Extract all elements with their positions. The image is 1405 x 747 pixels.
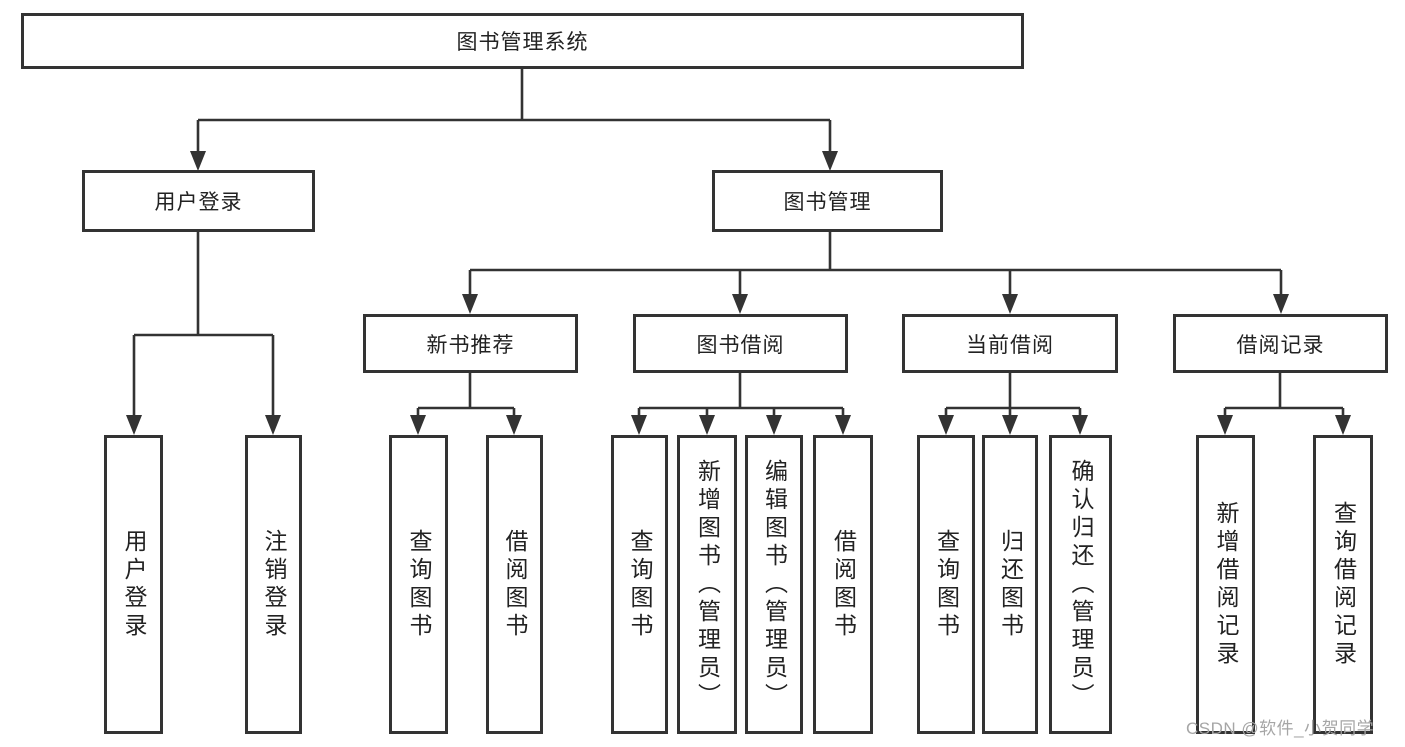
node-new-book-recommendation-label: 新书推荐: [426, 333, 515, 357]
leaf-borrow-books-1: 借阅图书: [486, 435, 543, 734]
node-root-label: 图书管理系统: [456, 31, 589, 54]
leaf-query-books-2: 查询图书: [611, 435, 668, 734]
node-user-login-module: 用户登录: [82, 170, 315, 232]
node-borrowing-records: 借阅记录: [1173, 314, 1388, 373]
leaf-borrow-books-1-label: 借阅图书: [502, 528, 528, 641]
csdn-watermark: CSDN @软件_小贺同学: [1186, 719, 1375, 738]
leaf-query-books-2-label: 查询图书: [627, 528, 653, 641]
leaf-user-login: 用户登录: [104, 435, 163, 734]
leaf-add-books-admin: 新增图书（管理员）: [677, 435, 737, 734]
node-borrowing-records-label: 借阅记录: [1236, 333, 1325, 357]
node-book-management-label: 图书管理: [783, 191, 872, 214]
leaf-borrow-books-2-label: 借阅图书: [830, 528, 857, 641]
leaf-edit-books-admin: 编辑图书（管理员）: [745, 435, 803, 734]
leaf-confirm-return-admin-label: 确认归还（管理员）: [1068, 458, 1094, 711]
leaf-query-borrow-record: 查询借阅记录: [1313, 435, 1373, 734]
leaf-confirm-return-admin: 确认归还（管理员）: [1049, 435, 1112, 734]
leaf-logout: 注销登录: [245, 435, 302, 734]
node-new-book-recommendation: 新书推荐: [363, 314, 578, 373]
leaf-query-books-3-label: 查询图书: [933, 528, 960, 641]
node-current-borrowing: 当前借阅: [902, 314, 1118, 373]
leaf-add-borrow-record: 新增借阅记录: [1196, 435, 1255, 734]
leaf-query-books-3: 查询图书: [917, 435, 975, 734]
leaf-add-borrow-record-label: 新增借阅记录: [1213, 500, 1239, 669]
leaf-user-login-label: 用户登录: [121, 528, 147, 641]
node-root-system: 图书管理系统: [21, 13, 1024, 69]
leaf-return-books-label: 归还图书: [997, 528, 1024, 641]
node-book-management-module: 图书管理: [712, 170, 943, 232]
leaf-query-books-1-label: 查询图书: [406, 528, 432, 641]
node-book-borrowing: 图书借阅: [633, 314, 848, 373]
leaf-logout-label: 注销登录: [261, 528, 287, 641]
leaf-edit-books-admin-label: 编辑图书（管理员）: [761, 458, 788, 711]
leaf-borrow-books-2: 借阅图书: [813, 435, 873, 734]
node-current-borrowing-label: 当前借阅: [966, 333, 1054, 357]
leaf-return-books: 归还图书: [982, 435, 1038, 734]
arrowheads: [126, 151, 1351, 435]
leaf-add-books-admin-label: 新增图书（管理员）: [694, 458, 721, 711]
leaf-query-books-1: 查询图书: [389, 435, 448, 734]
node-book-borrowing-label: 图书借阅: [696, 333, 785, 357]
leaf-query-borrow-record-label: 查询借阅记录: [1330, 500, 1357, 669]
node-user-login-label: 用户登录: [154, 191, 243, 214]
